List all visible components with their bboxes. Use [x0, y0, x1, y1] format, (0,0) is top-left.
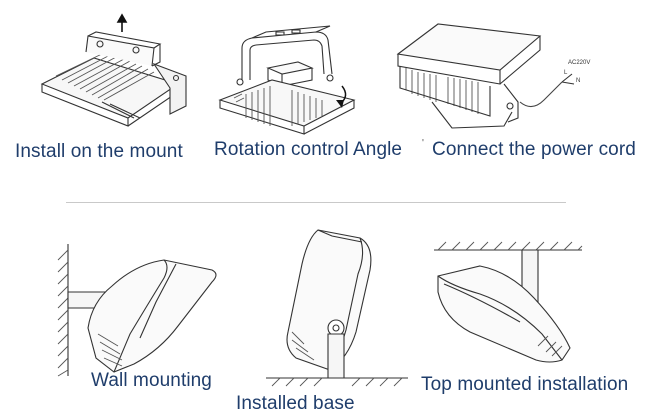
caption-install-on-mount: Install on the mount [15, 141, 183, 162]
figure-rotation-angle [212, 18, 362, 136]
caption-wall-mounting: Wall mounting [91, 370, 212, 391]
power-l-label: L [564, 70, 568, 76]
figure-connect-power: AC220V L N [392, 18, 590, 134]
figure-installed-base [262, 224, 412, 390]
figure-install-on-mount [36, 14, 196, 134]
power-volt-label: AC220V [568, 60, 590, 66]
section-divider [66, 202, 566, 203]
stray-mark: ' [422, 138, 424, 149]
caption-connect-power: Connect the power cord [432, 139, 636, 160]
caption-rotation-angle: Rotation control Angle [214, 139, 403, 160]
power-n-label: N [576, 78, 580, 84]
figure-top-mounted [430, 236, 590, 372]
figure-wall-mounting [52, 242, 232, 378]
caption-installed-base: Installed base [236, 393, 355, 414]
caption-top-mounted: Top mounted installation [421, 374, 629, 395]
